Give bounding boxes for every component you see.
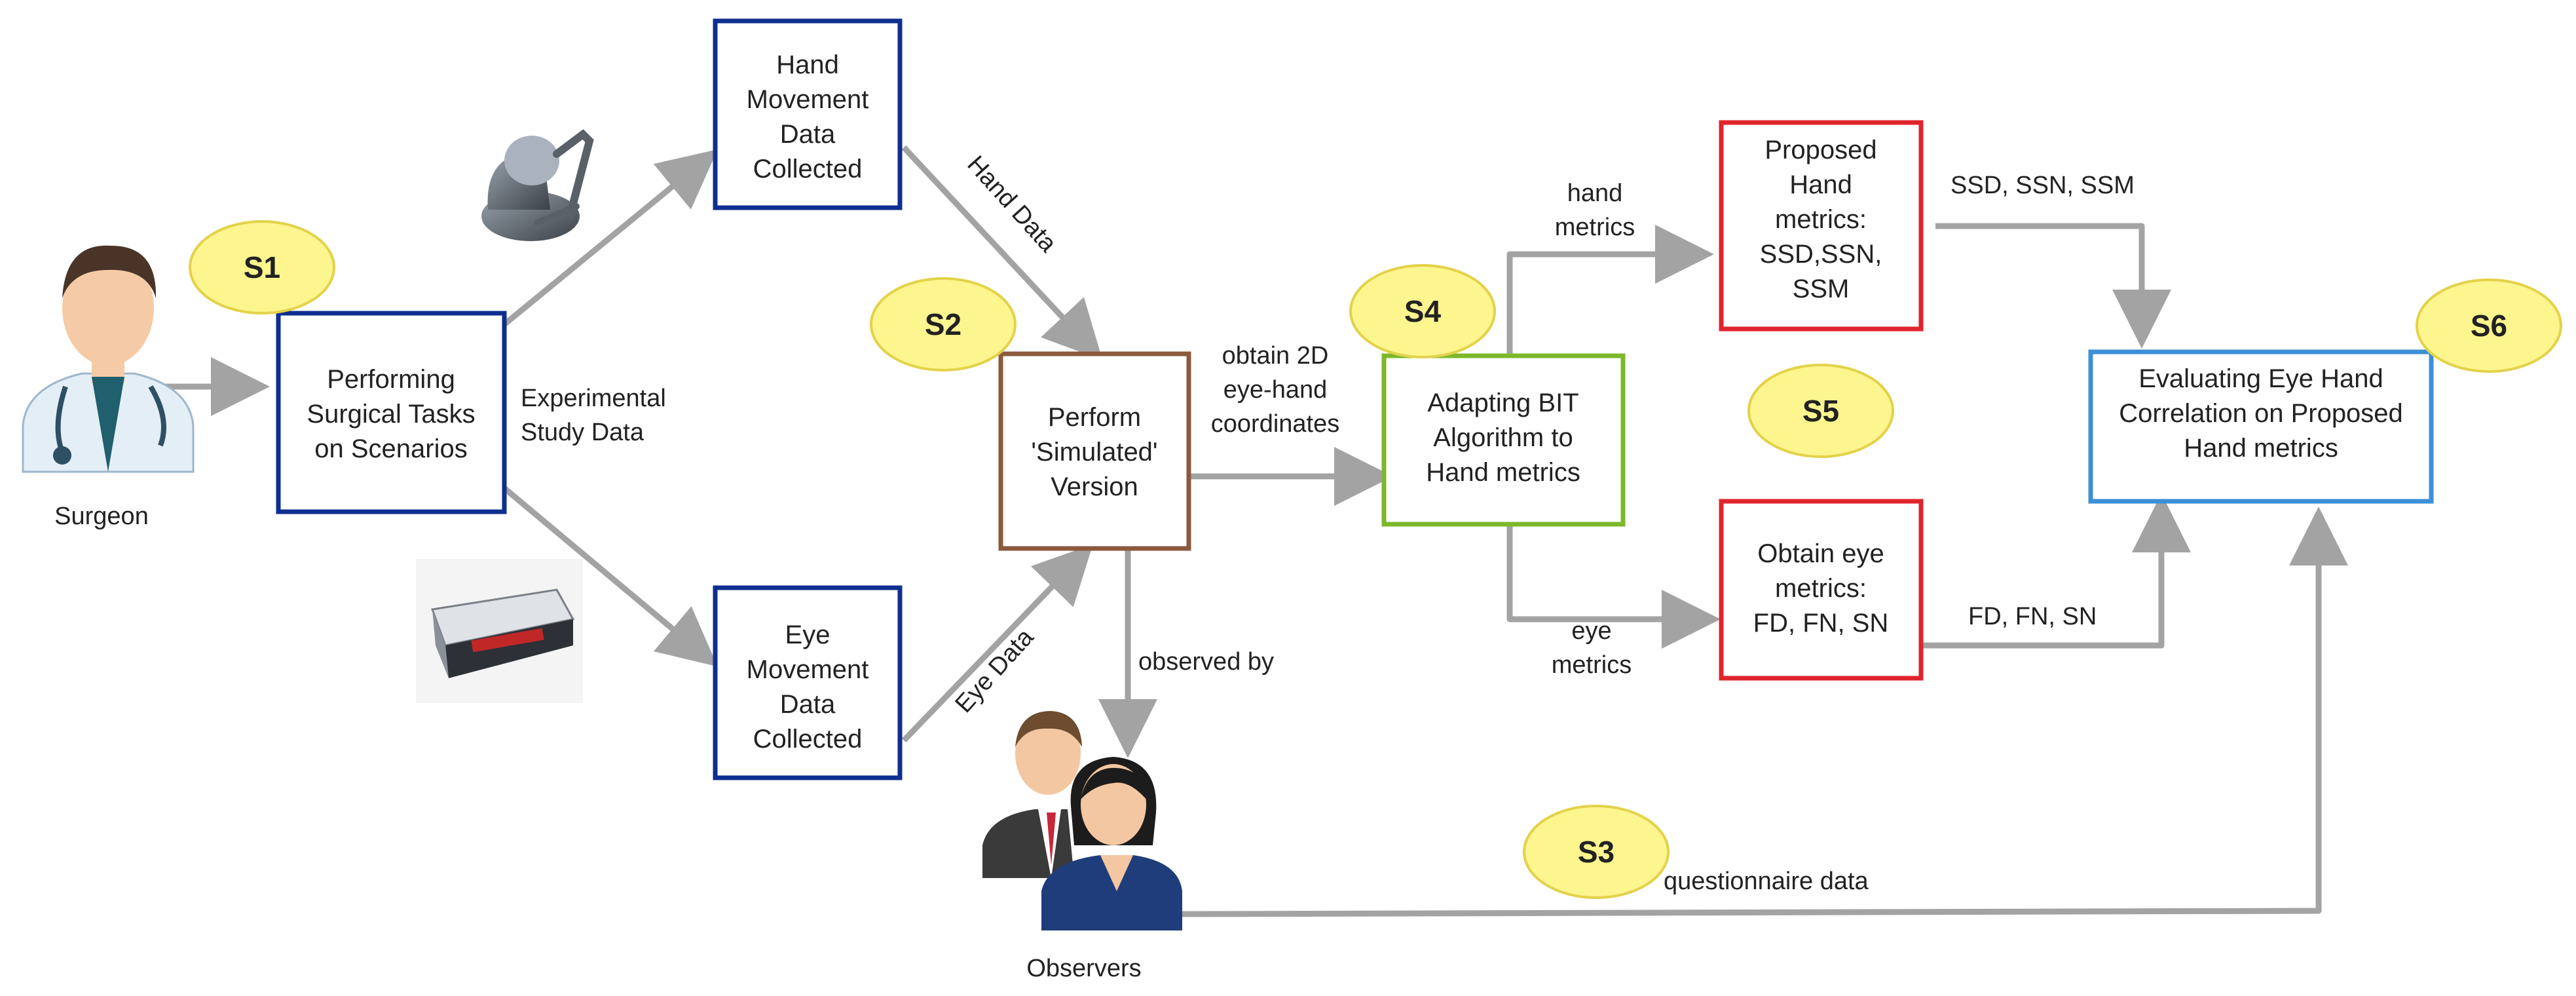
arrow-hand-data-to-simulated <box>901 145 1103 360</box>
experimental-label: Experimental <box>521 385 666 412</box>
eye-movement-data-box <box>713 585 903 780</box>
tasks-box-line: Surgical Tasks <box>307 400 475 429</box>
eye-data-box-line: Data <box>780 690 836 719</box>
step-s6-label: S6 <box>2471 309 2507 343</box>
arrow-eye-metrics-to-evaluate <box>1920 493 2191 649</box>
box-texts: Hand Movement Data Collected Performing … <box>307 50 2402 754</box>
obtain2d-label: eye-hand <box>1223 376 1327 404</box>
step-s3-ellipse <box>1523 805 1670 899</box>
eye-data-box-line: Eye <box>785 621 831 649</box>
simulated-box-line: Perform <box>1048 403 1141 432</box>
performing-tasks-box <box>276 311 507 514</box>
step-markers: S1 S2 S3 S4 S5 S6 <box>189 220 2562 899</box>
hand-metrics-box-line: Proposed <box>1764 136 1876 164</box>
eye-data-box-line: Movement <box>747 655 869 684</box>
experimental-label: Study Data <box>521 419 644 446</box>
fd-edge-label: FD, FN, SN <box>1968 603 2097 630</box>
simulated-box-line: 'Simulated' <box>1031 438 1157 467</box>
hand-movement-data-box <box>713 18 903 210</box>
arrow-observers-to-evaluate <box>1178 507 2348 917</box>
bit-box-line: Hand metrics <box>1426 458 1580 487</box>
arrow-tasks-to-eye-data <box>502 486 718 667</box>
eye-metrics-box-line: FD, FN, SN <box>1753 609 1889 638</box>
step-s1-label: S1 <box>244 250 280 284</box>
step-s4-label: S4 <box>1404 294 1442 328</box>
haptic-device-icon <box>481 129 594 241</box>
ssd-edge-label: SSD, SSN, SSM <box>1951 172 2135 199</box>
hand-metrics-box-line: SSM <box>1793 275 1850 303</box>
arrow-bit-to-hand-metrics <box>1506 225 1714 357</box>
process-boxes <box>276 18 2434 780</box>
step-s5-ellipse <box>1747 364 1894 458</box>
evaluate-box-line: Evaluating Eye Hand <box>2138 364 2383 393</box>
observers-label: Observers <box>1026 955 1141 982</box>
surgeon-icon: Surgeon <box>22 245 195 530</box>
tasks-box-line: on Scenarios <box>314 434 467 463</box>
evaluate-correlation-box <box>2088 349 2434 504</box>
adapting-bit-box <box>1381 353 1626 527</box>
hand-data-box-line: Collected <box>753 155 863 183</box>
arrow-hand-metrics-to-evaluate <box>1935 223 2171 349</box>
questionnaire-label: questionnaire data <box>1664 868 1869 895</box>
obtain2d-label: obtain 2D <box>1222 342 1329 370</box>
step-s5-label: S5 <box>1802 394 1839 428</box>
simulated-version-box <box>998 351 1191 551</box>
eye-data-edge-label: Eye Data <box>950 623 1039 718</box>
step-s2-label: S2 <box>925 307 961 341</box>
evaluate-box-line: Hand metrics <box>2184 434 2338 463</box>
hand-metrics-edge-label: metrics <box>1555 214 1635 241</box>
hand-metrics-box-line: SSD,SSN, <box>1760 240 1882 269</box>
tasks-box-line: Performing <box>327 365 455 394</box>
obtain2d-label: coordinates <box>1211 410 1339 438</box>
eye-metrics-edge-label: eye <box>1571 617 1611 645</box>
hand-data-box-line: Hand <box>776 50 839 79</box>
simulated-box-line: Version <box>1051 472 1138 501</box>
eye-metrics-edge-label: metrics <box>1552 651 1632 679</box>
hand-data-box-line: Movement <box>747 85 869 114</box>
obtain-eye-metrics-box <box>1719 499 1924 681</box>
observers-icon: Observers <box>982 711 1182 982</box>
eye-data-box-line: Collected <box>753 725 863 754</box>
hand-metrics-box-line: metrics: <box>1775 205 1867 234</box>
surgeon-label: Surgeon <box>54 503 149 530</box>
proposed-hand-metrics-box <box>1719 120 1924 332</box>
observed-by-label: observed by <box>1138 648 1274 676</box>
hand-metrics-box-line: Hand <box>1789 170 1852 199</box>
arrow-eye-data-to-simulated <box>901 544 1093 743</box>
eye-metrics-box-line: Obtain eye <box>1757 539 1884 568</box>
arrow-tasks-to-hand-data <box>502 149 718 327</box>
connectors <box>154 145 2348 917</box>
bit-box-line: Adapting BIT <box>1427 389 1578 417</box>
bit-box-line: Algorithm to <box>1433 423 1573 452</box>
eye-tracker-icon <box>416 559 583 703</box>
step-s4-ellipse <box>1349 264 1496 358</box>
hand-metrics-edge-label: hand <box>1567 180 1623 207</box>
step-s3-label: S3 <box>1578 835 1615 869</box>
step-s2-ellipse <box>870 277 1017 372</box>
evaluate-box-line: Correlation on Proposed <box>2119 399 2403 428</box>
step-s6-ellipse <box>2416 278 2562 373</box>
step-s1-ellipse <box>189 220 335 315</box>
hand-data-edge-label: Hand Data <box>961 151 1062 258</box>
eye-metrics-box-line: metrics: <box>1775 574 1867 603</box>
hand-data-box-line: Data <box>780 120 836 149</box>
arrow-bit-to-eye-metrics <box>1506 524 1721 649</box>
